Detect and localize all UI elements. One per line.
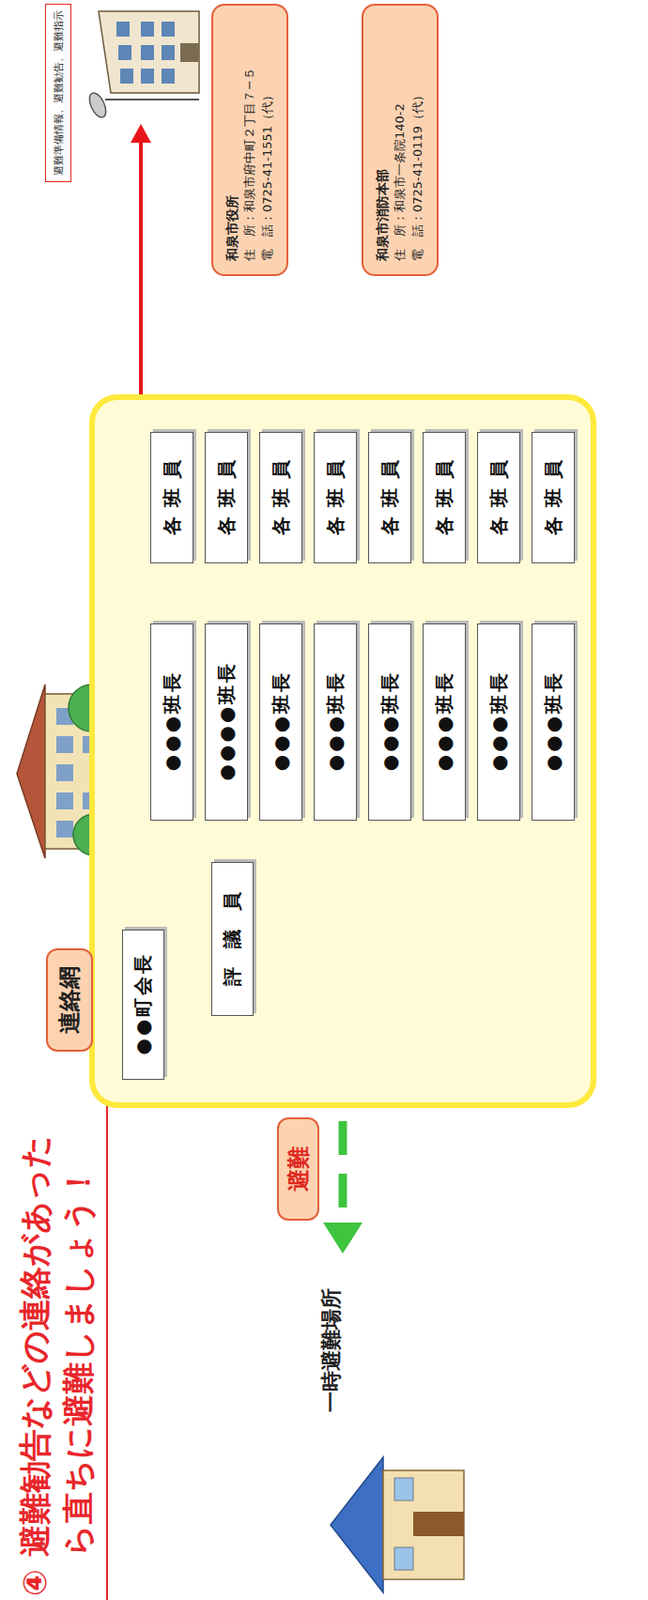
node-text: ●●●班長 [377, 670, 403, 774]
node-text: 避難 [283, 1146, 314, 1192]
contact-box: 和泉市消防本部住 所：和泉市一条院140-2電 話：0725-41-0119（代… [361, 3, 439, 277]
node-text: 住 所：和泉市府中町２丁目７−５ [241, 67, 260, 262]
city-hall [86, 11, 200, 121]
group-leader-box: ●●●●班長 [204, 623, 248, 821]
notice-box: 避難準備情報、避難勧告、避難指示 [45, 3, 72, 183]
node-text: ●●●●班長 [214, 661, 240, 785]
node-text: ●●●班長 [323, 670, 349, 774]
shelter-house [330, 1457, 464, 1593]
node-text: ●●●班長 [268, 670, 294, 774]
member-box: 各班員 [531, 432, 575, 564]
member-box: 各班員 [477, 432, 521, 564]
node-text: 電 話：0725-41-0119（代） [409, 89, 428, 262]
office-name: 和泉市消防本部 [372, 169, 392, 262]
member-box: 各班員 [204, 432, 248, 564]
node-text: ●●●班長 [486, 670, 512, 774]
node-text: 各班員 [432, 450, 458, 545]
place-label: 一時避難場所 [317, 1288, 346, 1413]
group-leader-box: ●●●班長 [531, 623, 575, 821]
member-box: 各班員 [368, 432, 412, 564]
council-box: 評議員 [211, 862, 254, 1017]
node-text: 各班員 [268, 450, 294, 545]
node-text: 避難準備情報、避難勧告、避難指示 [51, 10, 66, 176]
group-leader-box: ●●●班長 [422, 623, 466, 821]
node-text: ●●町会長 [130, 952, 156, 1059]
contact-box: 和泉市役所住 所：和泉市府中町２丁目７−５電 話：0725-41-1551（代） [211, 3, 289, 277]
node-text: ●●●班長 [432, 670, 458, 774]
evacuate-tag: 避難 [277, 1117, 320, 1221]
group-leader-box: ●●●班長 [259, 623, 303, 821]
heading-rule [106, 1074, 108, 1600]
callout-number: ④ [13, 1569, 57, 1597]
group-leader-box: ●●●班長 [368, 623, 412, 821]
place-label-holder: 一時避難場所 [317, 1288, 346, 1413]
network-title: 連絡網 [46, 948, 93, 1052]
leader-box: ●●町会長 [122, 929, 165, 1080]
member-box: 各班員 [422, 432, 466, 564]
member-box: 各班員 [313, 432, 357, 564]
member-box: 各班員 [259, 432, 303, 564]
node-text: 各班員 [377, 450, 403, 545]
node-text: 評議員 [219, 873, 246, 1005]
member-box: 各班員 [150, 432, 194, 564]
node-text: 各班員 [486, 450, 512, 545]
group-leader-box: ●●●班長 [313, 623, 357, 821]
callout-number-holder: ④ [13, 1569, 57, 1597]
network-region: 連絡網●●町会長評議員●●●班長●●●●班長●●●班長●●●班長●●●班長●●●… [89, 394, 597, 1109]
node-text: 各班員 [323, 450, 349, 545]
group-leader-box: ●●●班長 [477, 623, 521, 821]
node-text: 各班員 [214, 450, 240, 545]
node-text: 住 所：和泉市一条院140-2 [391, 103, 410, 262]
node-text: ●●●班長 [159, 670, 186, 774]
heading-text: 避難勧告などの連絡があったら直ちに避難しましょう！ [13, 1123, 100, 1558]
node-text: 各班員 [540, 450, 567, 545]
heading-holder: 避難勧告などの連絡があったら直ちに避難しましょう！ [13, 1123, 100, 1558]
node-text: 各班員 [159, 450, 186, 545]
node-text: 電 話：0725-41-1551（代） [259, 89, 278, 262]
node-text: ●●●班長 [540, 670, 567, 774]
group-leader-box: ●●●班長 [150, 623, 194, 821]
office-name: 和泉市役所 [222, 195, 242, 262]
